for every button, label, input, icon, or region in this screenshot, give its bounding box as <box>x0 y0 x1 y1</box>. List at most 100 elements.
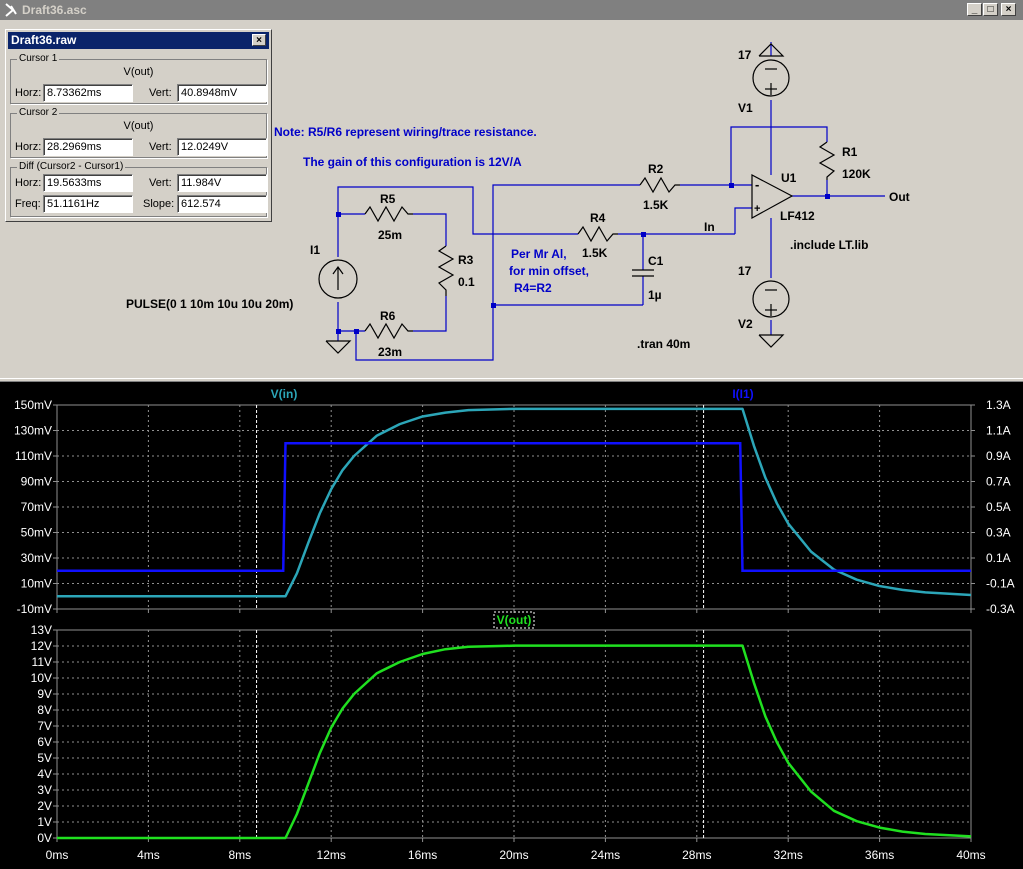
pulse-directive: PULSE(0 1 10m 10u 10u 20m) <box>126 297 293 311</box>
r6-label: R6 <box>380 309 396 323</box>
y2-tick-label: 1.3A <box>986 398 1011 412</box>
ground-icon <box>758 43 785 57</box>
y-tick-label: 11V <box>32 655 52 669</box>
r3-label: R3 <box>458 253 474 267</box>
y-tick-label: 13V <box>31 623 52 637</box>
r6-value: 23m <box>378 345 402 359</box>
resistor-r5[interactable] <box>364 205 413 223</box>
cursor1-horz-field[interactable]: 8.73362ms <box>43 84 133 102</box>
y-tick-label: 0V <box>37 831 52 845</box>
close-button[interactable]: × <box>1001 3 1016 16</box>
y-tick-label: 12V <box>31 639 52 653</box>
x-tick-label: 8ms <box>228 848 251 862</box>
trace-label-vout: V(out) <box>497 613 532 627</box>
u1-value: LF412 <box>780 209 815 223</box>
y2-tick-label: 0.7A <box>986 475 1011 489</box>
r5-label: R5 <box>380 192 396 206</box>
y-tick-label: 2V <box>37 799 52 813</box>
pane-splitter[interactable] <box>0 378 1023 382</box>
diff-vert-field[interactable]: 11.984V <box>177 174 267 192</box>
c1-label: C1 <box>648 254 664 268</box>
x-tick-label: 12ms <box>317 848 346 862</box>
resistor-r2[interactable] <box>639 176 680 194</box>
out-net-label: Out <box>889 190 910 204</box>
diff-freq-label: Freq: <box>15 198 41 210</box>
plot-frame <box>56 629 972 839</box>
cursor1-group: Cursor 1 V(out) Horz: 8.73362ms Vert: 40… <box>10 53 267 104</box>
voltage-source-v2[interactable] <box>752 280 790 318</box>
x-tick-label: 36ms <box>865 848 894 862</box>
y-tick-label: 90mV <box>21 475 52 489</box>
cursor-window[interactable]: Draft36.raw × Cursor 1 V(out) Horz: 8.73… <box>5 29 272 222</box>
diff-slope-field[interactable]: 612.574 <box>177 195 267 213</box>
opamp-u1[interactable] <box>751 174 794 220</box>
cursor-window-title: Draft36.raw <box>11 33 77 47</box>
cursor2-vert-label: Vert: <box>149 141 172 153</box>
cursor1-trace: V(out) <box>123 66 154 78</box>
y2-tick-label: -0.1A <box>986 577 1015 591</box>
y-tick-label: 10mV <box>21 577 52 591</box>
ground-icon <box>325 340 352 354</box>
r4-label: R4 <box>590 211 606 225</box>
ltspice-icon <box>5 3 17 17</box>
diff-vert-label: Vert: <box>149 177 172 189</box>
wire <box>413 213 447 246</box>
wire <box>413 296 447 332</box>
diff-group: Diff (Cursor2 - Cursor1) Horz: 19.5633ms… <box>10 161 267 217</box>
resistor-r1[interactable] <box>818 141 836 180</box>
cursor-window-close-button[interactable]: × <box>252 34 266 46</box>
maximize-button[interactable]: □ <box>983 3 998 16</box>
y2-tick-label: 0.3A <box>986 526 1011 540</box>
y-tick-label: 8V <box>37 703 52 717</box>
cursor1-group-title: Cursor 1 <box>17 53 60 64</box>
cursor2-vert-field[interactable]: 12.0249V <box>177 138 267 156</box>
series-line-vin <box>57 407 972 598</box>
resistor-r3[interactable] <box>437 245 455 296</box>
c1-value: 1µ <box>648 288 662 302</box>
resistor-r4[interactable] <box>577 225 618 243</box>
y-tick-label: 4V <box>37 767 52 781</box>
diff-horz-field[interactable]: 19.5633ms <box>43 174 133 192</box>
diff-horz-label: Horz: <box>15 177 42 189</box>
diff-freq-field[interactable]: 51.1161Hz <box>43 195 133 213</box>
voltage-source-v1[interactable] <box>752 59 790 97</box>
y-tick-label: 150mV <box>14 398 52 412</box>
y-tick-label: 130mV <box>14 424 52 438</box>
trace-label-iin: I(I1) <box>732 387 753 401</box>
cursor2-trace: V(out) <box>123 120 154 132</box>
r3-value: 0.1 <box>458 275 475 289</box>
y2-tick-label: 0.5A <box>986 500 1011 514</box>
x-tick-label: 0ms <box>46 848 69 862</box>
cursor2-group-title: Cursor 2 <box>17 107 60 118</box>
current-source-i1[interactable] <box>318 259 358 299</box>
trace-label-vin: V(in) <box>271 387 298 401</box>
y-tick-label: 9V <box>37 687 52 701</box>
bottom-plot-pane[interactable]: 13V12V11V10V9V8V7V6V5V4V3V2V1V0VV(out)0m… <box>31 611 986 862</box>
x-tick-label: 24ms <box>591 848 620 862</box>
wire-top-loop <box>337 186 578 235</box>
y-tick-label: 30mV <box>21 551 52 565</box>
v2-label: V2 <box>738 317 753 331</box>
cursor1-vert-field[interactable]: 40.8948mV <box>177 84 267 102</box>
diff-slope-label: Slope: <box>143 198 175 210</box>
resistor-r6[interactable] <box>364 322 413 340</box>
minimize-button[interactable]: _ <box>967 3 982 16</box>
cursor2-horz-field[interactable]: 28.2969ms <box>43 138 133 156</box>
y-tick-label: -10mV <box>17 602 52 616</box>
y-tick-label: 10V <box>31 671 52 685</box>
cursor-window-titlebar[interactable]: Draft36.raw × <box>8 32 269 49</box>
y2-tick-label: 0.1A <box>986 551 1011 565</box>
top-plot-pane[interactable]: 150mV130mV110mV90mV70mV50mV30mV10mV-10mV… <box>14 387 1015 616</box>
cursor2-horz-label: Horz: <box>15 141 42 153</box>
include-directive: .include LT.lib <box>790 238 868 252</box>
series-line-iin <box>57 442 971 572</box>
series-line-vout <box>57 644 972 840</box>
y-tick-label: 7V <box>37 719 52 733</box>
y-tick-label: 5V <box>37 751 52 765</box>
cursor1-vert-label: Vert: <box>149 87 172 99</box>
x-tick-label: 40ms <box>956 848 985 862</box>
i1-label: I1 <box>310 243 320 257</box>
y-tick-label: 70mV <box>21 500 52 514</box>
note-per-mr-al: Per Mr Al, <box>511 247 567 261</box>
